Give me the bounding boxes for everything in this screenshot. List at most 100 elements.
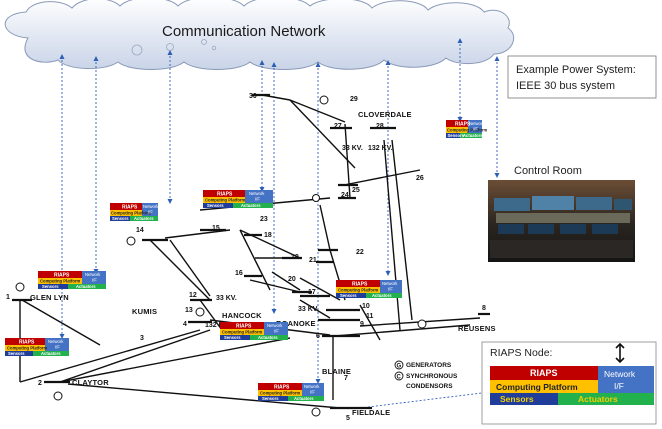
mini-sensors: Sensors [112, 216, 129, 221]
mini-riaps: RIAPS [122, 205, 138, 211]
bus-label-1: 1 [6, 294, 10, 301]
mini-actuators: Actuators [463, 133, 483, 138]
bus-label-18: 18 [264, 232, 272, 239]
riaps-node: RIAPS Computing Platform Network I/F Sen… [336, 280, 402, 298]
bus-label-7: 7 [344, 375, 348, 382]
big-riaps: RIAPS [530, 368, 558, 378]
kv33-c: 33 KV. [298, 306, 319, 313]
bus-label-15: 15 [212, 225, 220, 232]
bus-label-19: 19 [291, 254, 299, 261]
mini-actuators: Actuators [134, 216, 154, 221]
legend-condensors: CONDENSORS [406, 383, 453, 390]
mini-riaps: RIAPS [236, 324, 252, 330]
legend: G GENERATORS C SYNCHRONOUS CONDENSORS [394, 360, 458, 390]
bus-label-2: 2 [38, 380, 42, 387]
mini-network-if: I/F [388, 287, 393, 292]
place-reusens: REUSENS [458, 324, 496, 333]
riaps-node: RIAPS Computing Platform Network I/F Sen… [38, 271, 106, 289]
double-arrow-icon [615, 342, 625, 364]
bus-label-26: 26 [416, 175, 424, 182]
mini-actuators: Actuators [258, 335, 278, 340]
bus-label-8: 8 [482, 305, 486, 312]
bus-label-30: 30 [249, 93, 257, 100]
bus-label-28: 28 [376, 123, 384, 130]
place-roanoke: ROANOKE [276, 319, 316, 328]
mini-network: Network [249, 191, 265, 196]
bus-label-5: 5 [346, 415, 350, 422]
mini-platform: Computing Platform [205, 198, 246, 203]
place-glen-lyn: GLEN LYN [30, 293, 69, 302]
big-actuators: Actuators [578, 394, 618, 404]
mini-sensors: Sensors [207, 203, 224, 208]
mini-network-if: I/F [55, 345, 60, 350]
riaps-mini-nodes: RIAPS Computing Platform Network I/F Sen… [5, 120, 488, 401]
mini-riaps: RIAPS [455, 122, 471, 128]
mini-sensors: Sensors [448, 133, 465, 138]
mini-network: Network [267, 323, 283, 328]
kv132-b: 132 KV. [368, 145, 393, 152]
generators [15, 95, 427, 417]
mini-network: Network [85, 272, 101, 277]
riaps-node: RIAPS Computing Platform Network I/F Sen… [258, 383, 324, 401]
big-network-if: I/F [614, 381, 624, 391]
bus-label-29: 29 [350, 96, 358, 103]
mini-network: Network [48, 339, 64, 344]
mini-actuators: Actuators [241, 203, 261, 208]
mini-actuators: Actuators [294, 396, 314, 401]
control-room-label: Control Room [514, 165, 582, 177]
mini-network: Network [143, 204, 159, 209]
mini-platform: Computing Platform [338, 288, 379, 293]
mini-riaps: RIAPS [54, 273, 70, 279]
mini-network-if: I/F [148, 210, 153, 215]
bus-label-20: 20 [288, 276, 296, 283]
bus-label-6: 6 [316, 333, 320, 340]
mini-riaps: RIAPS [274, 385, 290, 391]
bus-label-23: 23 [260, 216, 268, 223]
bus-label-10: 10 [362, 303, 370, 310]
mini-network-if: I/F [274, 329, 279, 334]
riaps-node: RIAPS Computing Platform Network I/F Sen… [203, 190, 273, 208]
mini-platform: Computing Platform [260, 391, 301, 396]
big-sensors: Sensors [500, 394, 534, 404]
example-line-2: IEEE 30 bus system [516, 80, 615, 92]
bus-label-14: 14 [136, 227, 144, 234]
mini-sensors: Sensors [262, 396, 279, 401]
mini-riaps: RIAPS [352, 282, 368, 288]
mini-network-if: I/F [92, 278, 97, 283]
example-line-1: Example Power System: [516, 64, 636, 76]
bus-bars [12, 93, 490, 410]
mini-riaps: RIAPS [217, 192, 233, 198]
mini-platform: Computing Platform [7, 346, 48, 351]
legend-generators: GENERATORS [406, 362, 452, 369]
mini-platform: Computing Platform [222, 330, 263, 335]
mini-platform: Computing Platform [111, 211, 152, 216]
cloud-title: Communication Network [162, 23, 326, 40]
big-network: Network [604, 369, 636, 379]
place-names: GLEN LYN KUMIS HANCOCK ROANOKE CLOVERDAL… [30, 110, 496, 417]
kv132-a: 132 KV. [205, 322, 230, 329]
bus-label-27: 27 [334, 123, 342, 130]
link-arrowheads [59, 38, 500, 394]
riaps-node-title: RIAPS Node: [490, 347, 552, 359]
mini-actuators: Actuators [41, 351, 61, 356]
kv33-a: 33 KV. [216, 295, 237, 302]
bus-label-13: 13 [185, 307, 193, 314]
riaps-node: RIAPS Computing Platform Network I/F Sen… [220, 322, 288, 340]
mini-network: Network [382, 281, 398, 286]
mini-actuators: Actuators [76, 284, 96, 289]
mini-platform: Computing Platform [40, 279, 81, 284]
big-platform: Computing Platform [496, 382, 578, 392]
mini-sensors: Sensors [340, 293, 357, 298]
riaps-node-legend: RIAPS Node: RIAPS Computing Platform Net… [481, 341, 657, 425]
bus-label-17: 17 [308, 289, 316, 296]
place-fieldale: FIELDALE [352, 408, 390, 417]
bus-label-16: 16 [235, 270, 243, 277]
kv33-b: 33 KV. [342, 145, 363, 152]
place-blaine: BLAINE [322, 367, 351, 376]
mini-network: Network [304, 384, 320, 389]
riaps-node: RIAPS Computing Platform Network I/F Sen… [446, 120, 488, 138]
bus-label-3: 3 [140, 335, 144, 342]
place-hancock: HANCOCK [222, 311, 262, 320]
bus-label-24: 24 [341, 192, 349, 199]
riaps-node: RIAPS Computing Platform Network I/F Sen… [5, 338, 69, 356]
